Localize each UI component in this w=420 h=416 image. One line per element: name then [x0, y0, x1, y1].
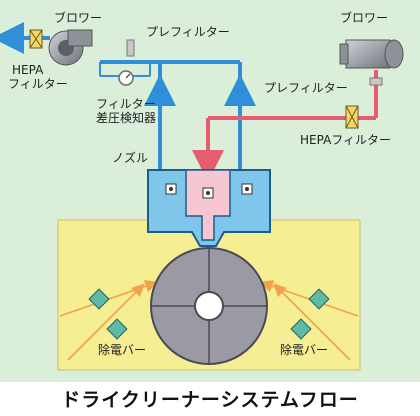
blower-left-icon [48, 29, 93, 66]
roller [150, 247, 268, 365]
diagram-caption: ドライクリーナーシステムフロー [61, 389, 359, 411]
blower-right-label: ブロワー [340, 11, 389, 25]
prefilter-top-icon [126, 39, 135, 57]
ionizer-left-label: 除電バー [98, 343, 147, 357]
nozzle-assembly [147, 169, 271, 247]
ionizer-left-icons [88, 288, 128, 340]
pressure-gauge-icon [118, 70, 134, 86]
prefilter-right-icon [369, 77, 383, 86]
prefilter-top-label: プレフィルター [146, 25, 230, 39]
hepa-left-label-line1: HEPA [12, 63, 44, 77]
system-flow-diagram [0, 22, 404, 371]
prefilter-right-label: プレフィルター [264, 81, 348, 95]
ionizer-right-icons [290, 288, 330, 340]
hepa-filter-left-icon [29, 29, 43, 49]
blower-left-label: ブロワー [54, 11, 103, 25]
gauge-label-line1: フィルター [96, 97, 156, 111]
ionizer-right-label: 除電バー [280, 343, 329, 357]
hepa-right-label: HEPAフィルター [300, 133, 392, 147]
gauge-label-line2: 差圧検知器 [96, 111, 157, 125]
hepa-filter-right-icon [345, 105, 359, 129]
blower-right-icon [339, 39, 404, 69]
hepa-left-label-line2: フィルター [8, 77, 68, 91]
nozzle-label: ノズル [112, 151, 149, 165]
